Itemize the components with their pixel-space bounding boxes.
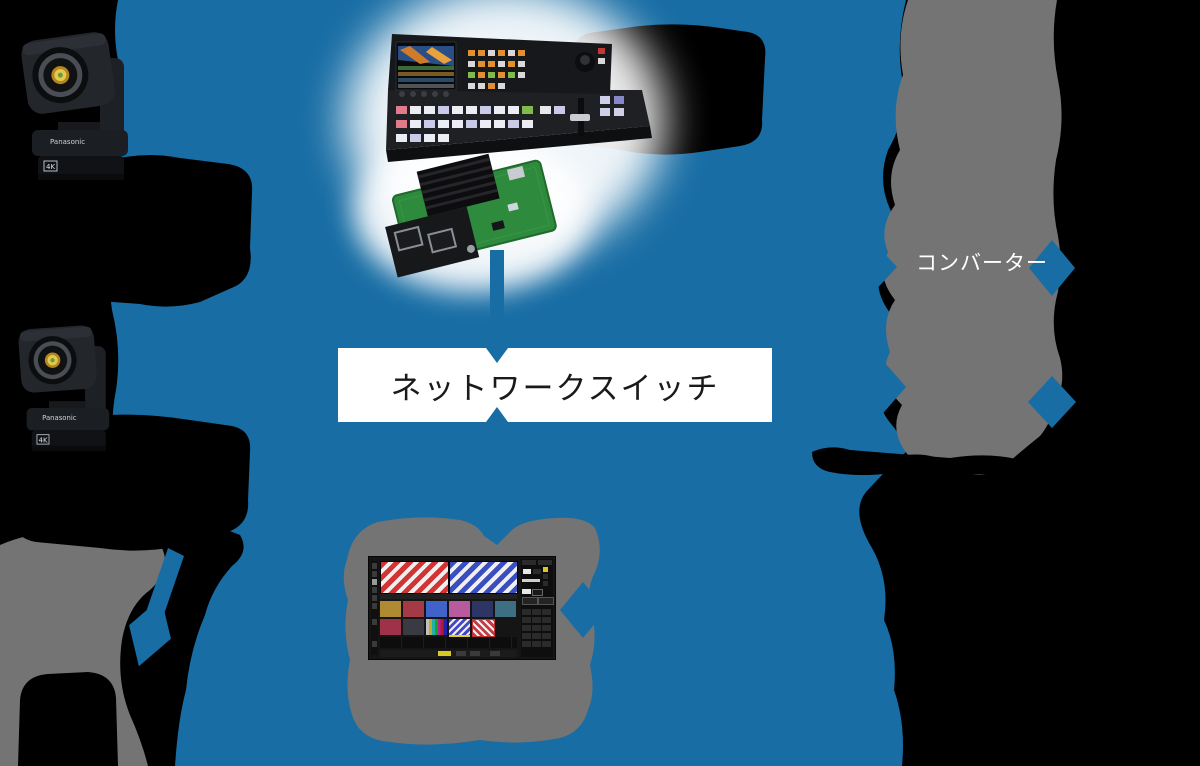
software-right-panel [521,559,554,657]
camera-4k-badge: 4K [39,436,48,444]
arrow-notch-down-icon [486,348,508,363]
lan-ports [385,206,480,278]
network-switch-box: ネットワークスイッチ [338,348,772,422]
thumbnail [380,619,401,635]
interface-board [385,153,557,278]
converter-group-cloud [882,0,1063,475]
camera-brand-text: Panasonic [42,414,77,422]
preview-monitor-red-stripes [380,561,449,594]
arrow-diamond-monitor [129,597,171,667]
thumbnail [449,601,470,617]
arrow-stripe-switcher [490,250,504,348]
thumbnail [380,601,401,617]
connection-arrows [129,240,1076,667]
arrow-diamond-right-top [1029,240,1075,296]
ptz-camera-top: Panasonic 4K [21,32,128,180]
thumbnail [495,601,516,617]
thumbnail [472,601,493,617]
arrow-notch-up-icon [486,407,508,422]
camera-brand-text: Panasonic [50,138,85,146]
software-status-row [380,594,517,599]
arrow-diamond-right-bottom [1028,376,1076,428]
arrow-wedge-pc-right [560,582,606,638]
colorbar-thumbnail [426,619,447,635]
program-monitor-blue-stripes [449,561,518,594]
converter-label: コンバーター [916,251,1048,275]
software-sidebar [371,561,378,655]
software-bottom-bar [380,650,517,657]
highlighted-button [438,651,451,656]
thumbnail [472,619,495,637]
thumbnail [403,619,424,635]
arrow-band-monitor [146,548,184,620]
camera-4k-badge: 4K [46,163,55,171]
network-switch-label: ネットワークスイッチ [390,370,720,407]
label-blob-monitor [18,672,118,766]
empty-slot-row [380,637,517,648]
arrow-wedge-left-bottom [850,355,906,419]
thumbnail [426,601,447,617]
switcher-console [386,34,652,162]
ptz-camera-mid: Panasonic 4K [18,325,110,451]
thumbnail [449,619,470,637]
label-blob-converter-bottom [812,447,1055,477]
label-blob-camera-top [59,155,253,307]
thumbnail [403,601,424,617]
software-ui-screenshot [368,556,556,660]
arrow-wedge-left-top [847,240,897,294]
